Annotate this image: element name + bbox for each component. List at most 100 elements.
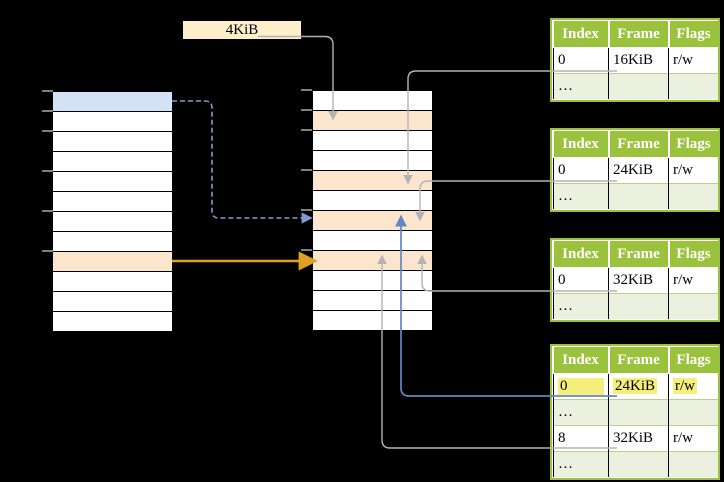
pm-tick [301, 109, 312, 111]
cell-index: 0 [553, 47, 609, 74]
page-table-2: Index Frame Flags 0 24KiB r/w … [550, 128, 720, 212]
pm-row [313, 151, 432, 171]
table-row-highlighted: 0 24KiB r/w [553, 373, 718, 400]
header-flags: Flags [667, 131, 718, 158]
vm-row-highlighted-orange [53, 252, 172, 272]
pm-row-frame-24kib [313, 211, 432, 231]
cell-index: 8 [553, 425, 609, 452]
pm-row-frame-4kib [313, 111, 432, 131]
cell-frame: 32KiB [608, 425, 669, 452]
pm-tick [301, 249, 312, 251]
page-table-1: Index Frame Flags 0 16KiB r/w … [550, 18, 720, 102]
cell-flags: r/w [668, 47, 718, 74]
pm-tick [301, 169, 312, 171]
pm-row [313, 131, 432, 151]
cell-frame: 16KiB [608, 47, 669, 74]
cell-index: … [553, 293, 609, 319]
pm-row [313, 191, 432, 211]
connector-virtual-page-to-physical-dashed [172, 100, 313, 224]
table-row-ellipsis: … [553, 183, 718, 209]
cell-flags [668, 399, 718, 426]
header-frame: Frame [607, 131, 669, 158]
cell-flags: r/w [668, 373, 718, 400]
table-row: 0 16KiB r/w [553, 47, 718, 74]
cell-index: … [553, 399, 609, 426]
table-row-ellipsis: … [553, 399, 718, 426]
cell-frame: 24KiB [608, 157, 669, 184]
table-row-ellipsis: … [553, 451, 718, 477]
pm-tick [301, 209, 312, 211]
physical-memory-column [312, 90, 433, 331]
pm-row [313, 91, 432, 111]
highlighted-value: 24KiB [613, 378, 658, 394]
vm-tick [42, 210, 53, 212]
pm-row [313, 271, 432, 291]
vm-tick [42, 170, 53, 172]
cell-index: … [553, 183, 609, 209]
vm-row-highlighted-blue [53, 92, 172, 112]
table-row-ellipsis: … [553, 293, 718, 319]
vm-row [53, 292, 172, 312]
page-table-3: Index Frame Flags 0 32KiB r/w … [550, 238, 720, 322]
pm-row [313, 311, 432, 330]
header-index: Index [553, 241, 609, 268]
cell-index: 0 [553, 373, 609, 400]
vm-row [53, 192, 172, 212]
header-index: Index [553, 21, 609, 48]
cell-flags [668, 451, 718, 477]
cell-frame [608, 73, 669, 99]
cell-frame [608, 399, 669, 426]
pm-tick [301, 89, 312, 91]
cell-index: … [553, 73, 609, 99]
vm-row [53, 232, 172, 252]
virtual-memory-column [52, 91, 173, 332]
header-index: Index [553, 131, 609, 158]
vm-tick [42, 250, 53, 252]
table-header-row: Index Frame Flags [553, 21, 718, 48]
cell-frame: 24KiB [608, 373, 669, 400]
cell-flags: r/w [668, 157, 718, 184]
cell-flags: r/w [668, 425, 718, 452]
vm-tick [42, 130, 53, 132]
header-flags: Flags [667, 241, 718, 268]
vm-row [53, 212, 172, 232]
pm-row-frame-16kib [313, 171, 432, 191]
cell-frame [608, 451, 669, 477]
highlighted-value: r/w [673, 378, 697, 394]
header-frame: Frame [607, 347, 669, 374]
page-size-label: 4KiB [183, 21, 301, 39]
page-size-text: 4KiB [225, 22, 259, 38]
table-header-row: Index Frame Flags [553, 241, 718, 268]
cell-frame [608, 293, 669, 319]
cell-index: 0 [553, 157, 609, 184]
table-row: 0 32KiB r/w [553, 267, 718, 294]
cell-frame [608, 183, 669, 209]
vm-row [53, 152, 172, 172]
pm-row-frame-32kib [313, 251, 432, 271]
vm-row [53, 172, 172, 192]
page-table-4: Index Frame Flags 0 24KiB r/w … 8 32KiB … [550, 344, 720, 480]
header-frame: Frame [607, 21, 669, 48]
table-row-ellipsis: … [553, 73, 718, 99]
table-header-row: Index Frame Flags [553, 131, 718, 158]
cell-frame: 32KiB [608, 267, 669, 294]
vm-row [53, 312, 172, 331]
vm-tick [42, 90, 53, 92]
header-frame: Frame [607, 241, 669, 268]
cell-flags: r/w [668, 267, 718, 294]
table-row: 8 32KiB r/w [553, 425, 718, 452]
cell-index: … [553, 451, 609, 477]
vm-row [53, 272, 172, 292]
header-flags: Flags [667, 347, 718, 374]
header-flags: Flags [667, 21, 718, 48]
cell-flags [668, 293, 718, 319]
vm-row [53, 112, 172, 132]
cell-flags [668, 183, 718, 209]
cell-index: 0 [553, 267, 609, 294]
pm-row [313, 231, 432, 251]
header-index: Index [553, 347, 609, 374]
highlighted-value: 0 [558, 378, 604, 395]
vm-row [53, 132, 172, 152]
cell-flags [668, 73, 718, 99]
